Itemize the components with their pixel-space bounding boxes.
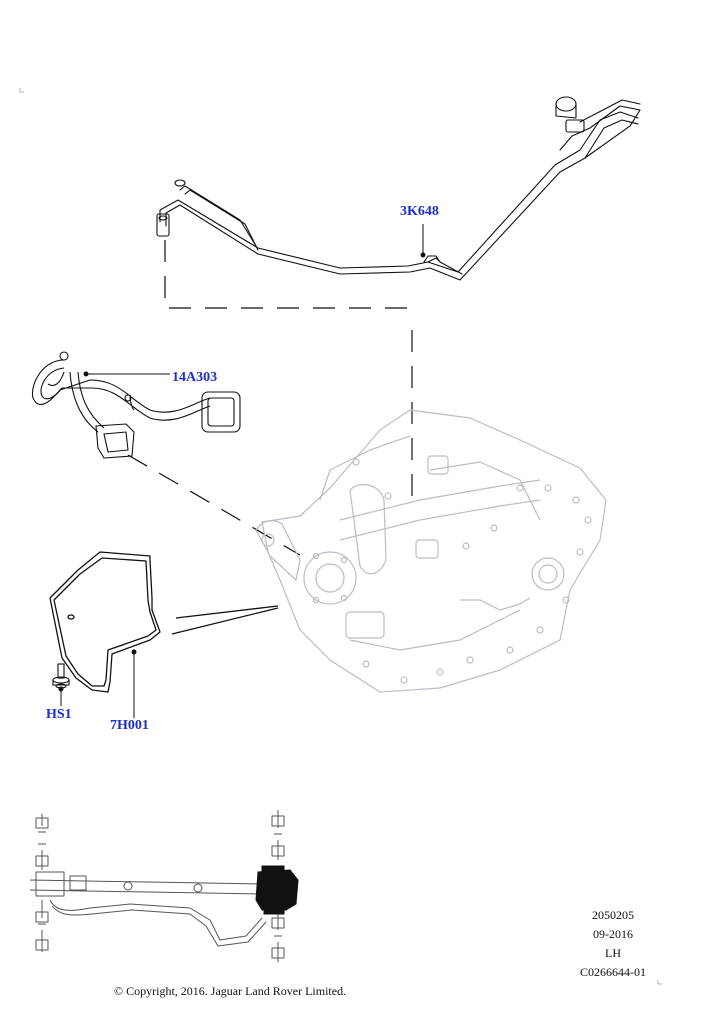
wiring-harness-drawing: [32, 351, 241, 459]
callout-pipe: 3K648: [400, 204, 439, 219]
callout-harness: 14A303: [172, 370, 218, 385]
heat-shield-drawing: [49, 551, 161, 693]
dashed-projection-lines: [127, 240, 413, 556]
shield-callout-leader: [131, 649, 137, 718]
rear-drive-unit-drawing: [255, 409, 607, 693]
info-code: 2050205: [592, 908, 634, 922]
pipe-assembly-drawing: [156, 96, 641, 281]
vehicle-locator-drawing: [29, 810, 285, 962]
info-block: 2050205 09-2016 LH C0266644-01: [558, 906, 668, 982]
info-date: 09-2016: [593, 927, 633, 941]
info-side: LH: [605, 946, 621, 960]
screw-callout-leader: [58, 686, 64, 706]
pipe-callout-leader: [420, 224, 426, 258]
screw-drawing: [52, 663, 70, 689]
callout-screw: HS1: [46, 707, 72, 722]
copyright-notice: © Copyright, 2016. Jaguar Land Rover Lim…: [114, 984, 347, 998]
info-illustration-id: C0266644-01: [580, 965, 646, 979]
corner-marks: [19, 88, 662, 985]
locator-highlight-unit: [255, 865, 299, 915]
shield-pointer-lines: [171, 605, 279, 635]
callout-shield: 7H001: [110, 718, 149, 733]
harness-callout-leader: [83, 371, 170, 377]
